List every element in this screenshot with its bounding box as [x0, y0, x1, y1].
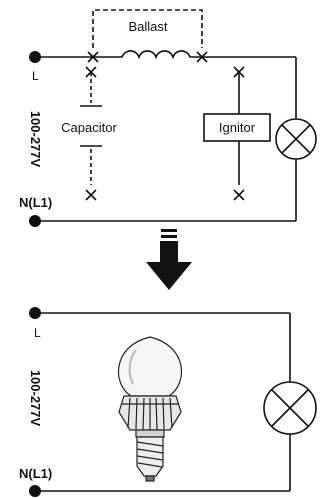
- terminal-neutral-top: [29, 215, 41, 227]
- cut-marker-ignitor-bottom: [233, 189, 245, 201]
- lamp-symbol-bottom: [263, 381, 317, 435]
- ignitor-box: [203, 113, 271, 142]
- voltage-label-top: 100-277V: [28, 111, 43, 168]
- lamp-symbol-top: [275, 118, 317, 160]
- conversion-arrow: [146, 229, 192, 290]
- ballast-coil: [93, 50, 202, 60]
- ignitor-label: Ignitor: [219, 120, 256, 135]
- bottom-circuit: [35, 312, 291, 492]
- ballast-label: Ballast: [128, 19, 167, 34]
- cut-marker-ballast-right: [196, 51, 208, 63]
- cut-marker-capacitor-top: [85, 66, 97, 78]
- capacitor-label: Capacitor: [61, 120, 117, 135]
- led-bulb-illustration: [117, 336, 183, 482]
- cut-marker-ignitor-top: [233, 66, 245, 78]
- ballast-enclosure: [92, 9, 203, 48]
- neutral-label-top: N(L1): [19, 195, 52, 210]
- capacitor-label-box: [48, 116, 130, 138]
- terminal-neutral-bottom: [29, 485, 41, 497]
- line-label-bottom: L: [34, 326, 41, 340]
- line-label-top: L: [32, 69, 39, 83]
- voltage-label-bottom: 100-277V: [28, 370, 43, 427]
- top-circuit: [35, 9, 297, 222]
- terminal-line-top: [29, 51, 41, 63]
- cut-marker-ballast-left: [87, 51, 99, 63]
- neutral-label-bottom: N(L1): [19, 466, 52, 481]
- cut-marker-capacitor-bottom: [85, 189, 97, 201]
- terminal-line-bottom: [29, 307, 41, 319]
